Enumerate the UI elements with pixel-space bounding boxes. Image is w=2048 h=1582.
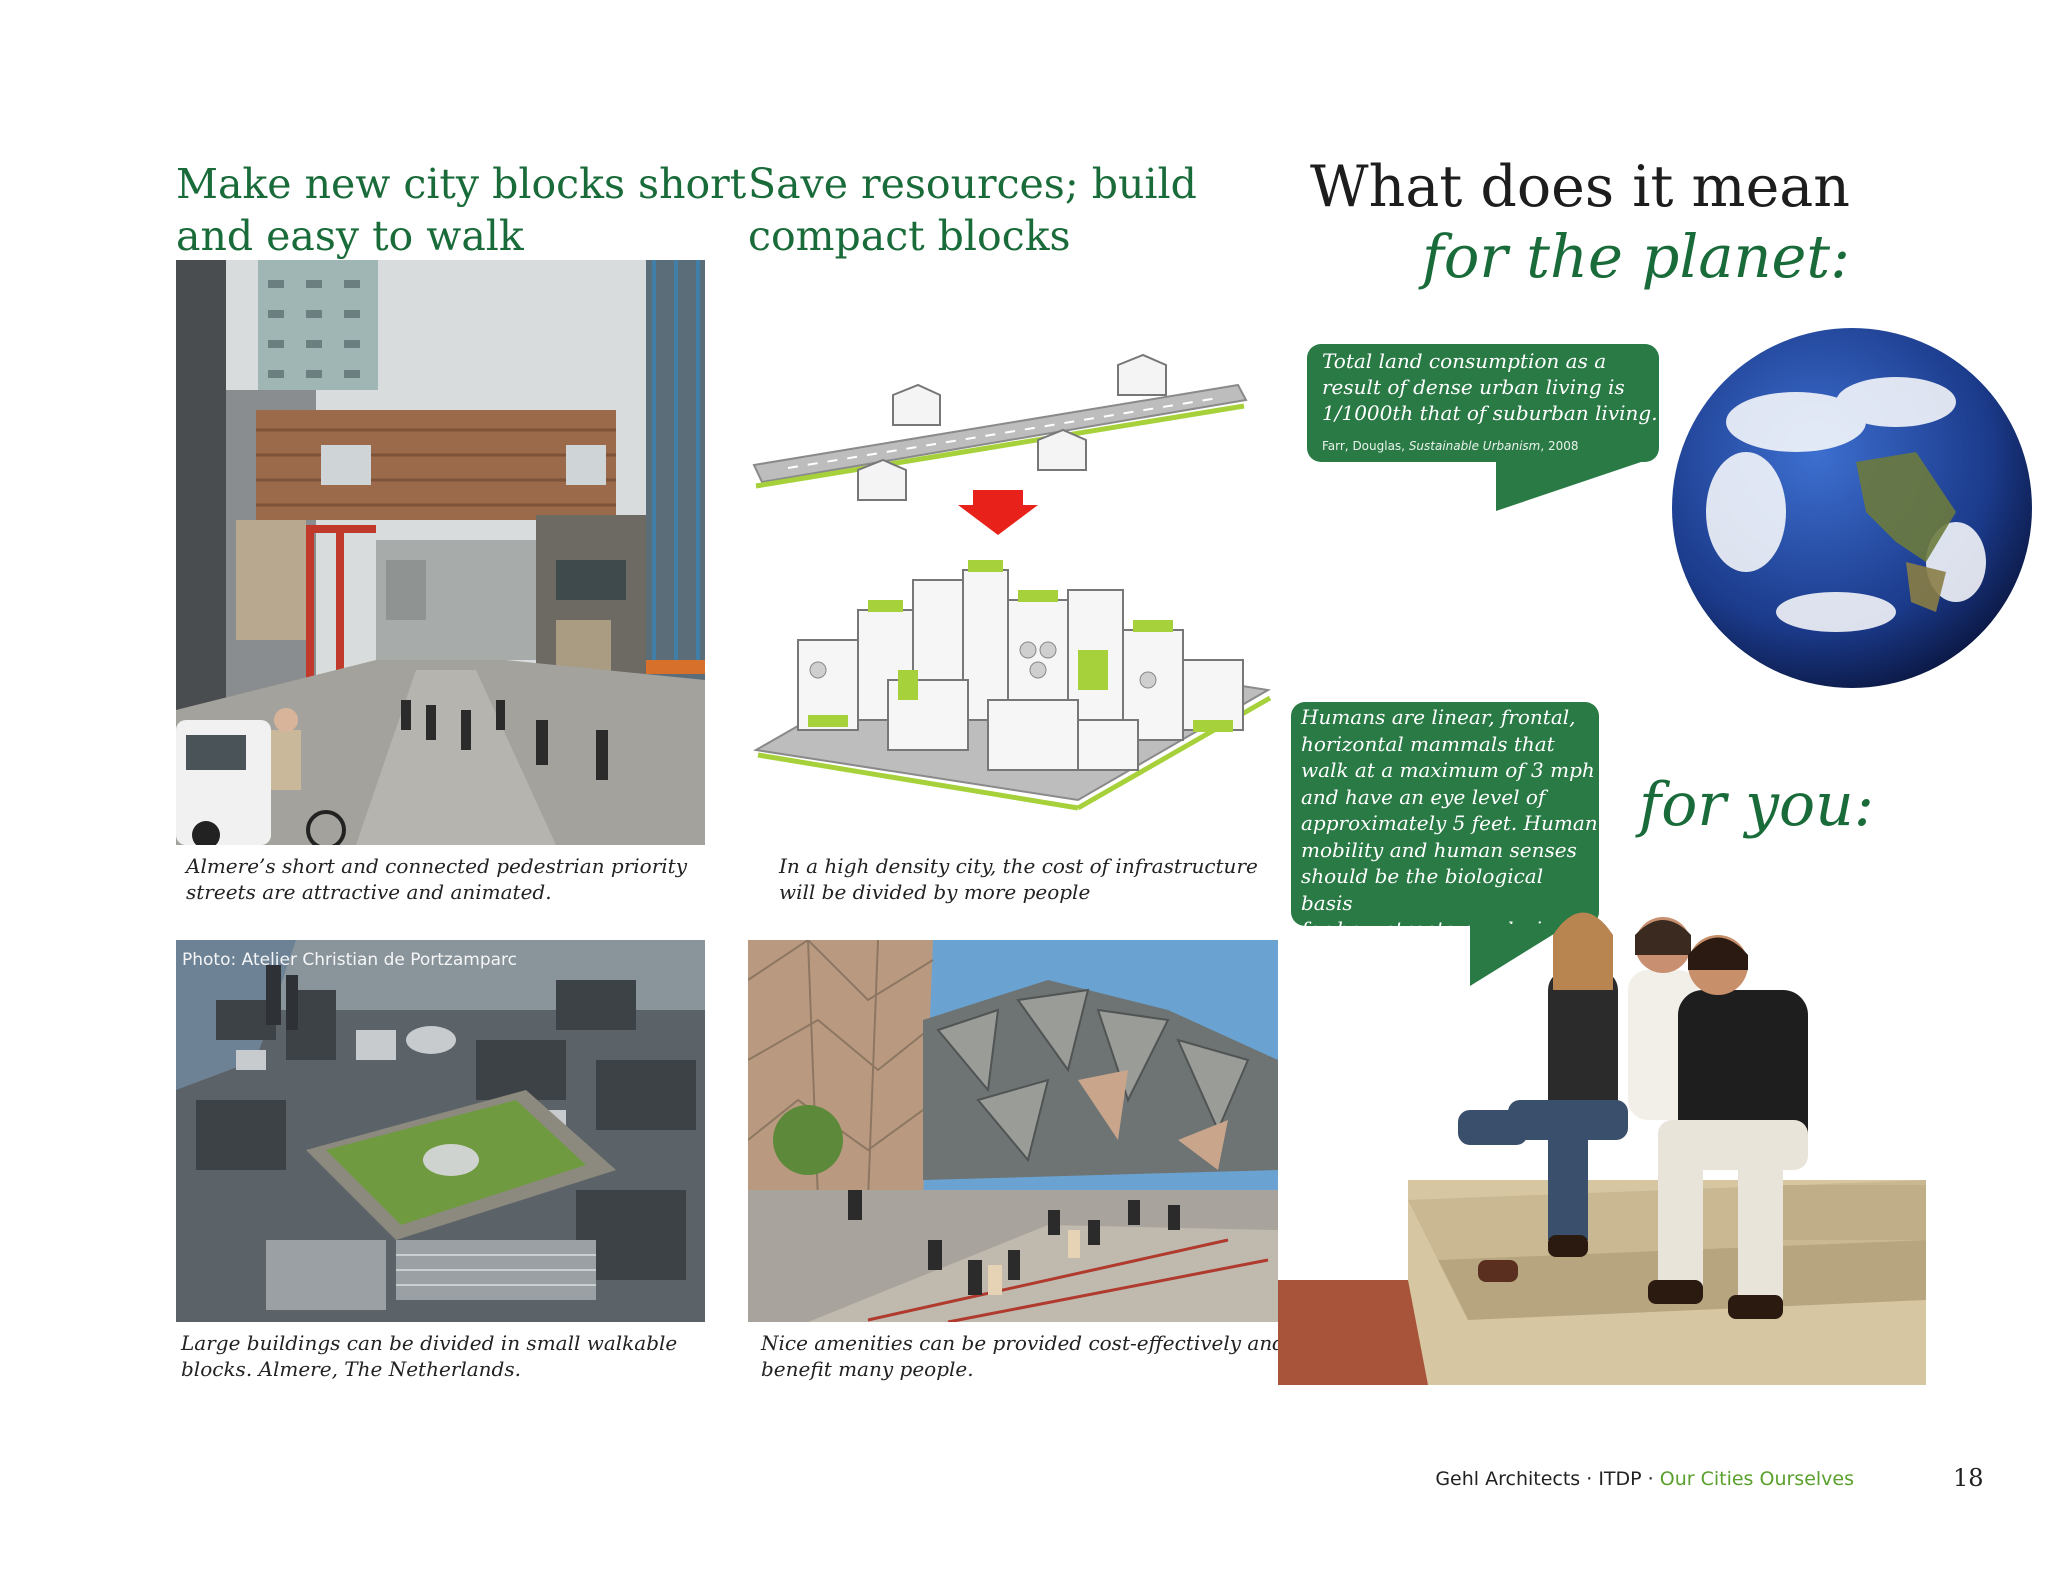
public-square-photo [748,940,1278,1322]
humans-speech-bubble: Humans are linear, frontal, horizontal m… [1291,702,1599,941]
photo-credit: Photo: Atelier Christian de Portzamparc [182,950,518,970]
caption-almere-streets: Almere’s short and connected pedestrian … [186,853,687,905]
footer-credit: Gehl Architects · ITDP · Our Cities Ours… [1435,1468,1854,1490]
footer-series: Our Cities Ourselves [1659,1468,1854,1490]
heading-line-1: Save resources; build [748,160,1197,208]
humans-quote-line-4: and have an eye level of [1301,784,1546,809]
planet-bubble-tail [1496,459,1650,511]
people-sitting-photo [1278,880,1926,1385]
planet-quote-source: Farr, Douglas, Sustainable Urbanism, 200… [1322,439,1579,453]
planet-quote-line-1: Total land consumption as a [1322,349,1607,373]
caption-infrastructure-cost: In a high density city, the cost of infr… [779,853,1258,905]
caption-line-2: benefit many people. [761,1357,974,1381]
heading-line-2: and easy to walk [176,212,524,260]
almere-street-photo [176,260,705,845]
caption-line-2: blocks. Almere, The Netherlands. [181,1357,521,1381]
heading-short-blocks: Make new city blocks short and easy to w… [176,158,746,262]
humans-quote-line-3: walk at a maximum of 3 mph [1301,758,1595,782]
density-diagram [748,350,1278,820]
caption-line-1: Almere’s short and connected pedestrian … [186,854,687,878]
caption-aerial-blocks: Large buildings can be divided in small … [181,1330,677,1382]
source-year: , 2008 [1540,439,1579,453]
humans-quote: Humans are linear, frontal, horizontal m… [1301,704,1599,943]
source-author: Farr, Douglas, [1322,439,1409,453]
caption-line-1: Nice amenities can be provided cost-effe… [761,1331,1286,1355]
caption-line-1: In a high density city, the cost of infr… [779,854,1258,878]
planet-quote-line-2: result of dense urban living is [1322,375,1625,399]
planet-title-line-1: What does it mean [1310,154,1850,220]
planet-quote-line-3: 1/1000th that of suburban living. [1322,401,1658,425]
caption-line-2: streets are attractive and animated. [186,880,552,904]
humans-quote-line-5: approximately 5 feet. Human [1301,811,1598,835]
source-title: Sustainable Urbanism [1408,439,1541,453]
planet-title: What does it mean for the planet: [1310,152,1850,292]
planet-quote: Total land consumption as a result of de… [1322,348,1658,426]
heading-compact-blocks: Save resources; build compact blocks [748,158,1197,262]
heading-line-1: Make new city blocks short [176,160,747,208]
humans-quote-line-2: horizontal mammals that [1301,731,1555,756]
humans-quote-line-1: Humans are linear, frontal, [1301,705,1576,729]
caption-line-1: Large buildings can be divided in small … [181,1331,678,1355]
planet-speech-bubble: Total land consumption as a result of de… [1307,344,1659,462]
planet-title-line-2: for the planet: [1421,222,1850,291]
caption-line-2: will be divided by more people [779,880,1091,904]
humans-quote-line-7: should be the biological basis [1301,864,1544,915]
earth-image [1656,312,2048,704]
caption-amenities: Nice amenities can be provided cost-effe… [761,1330,1285,1382]
heading-line-2: compact blocks [748,212,1071,260]
footer-organizations: Gehl Architects · ITDP · [1435,1468,1660,1490]
humans-quote-line-6: mobility and human senses [1301,837,1577,862]
for-you-heading: for you: [1639,770,1874,840]
page-number: 18 [1953,1464,1984,1492]
almere-aerial-photo: Photo: Atelier Christian de Portzamparc [176,940,705,1322]
